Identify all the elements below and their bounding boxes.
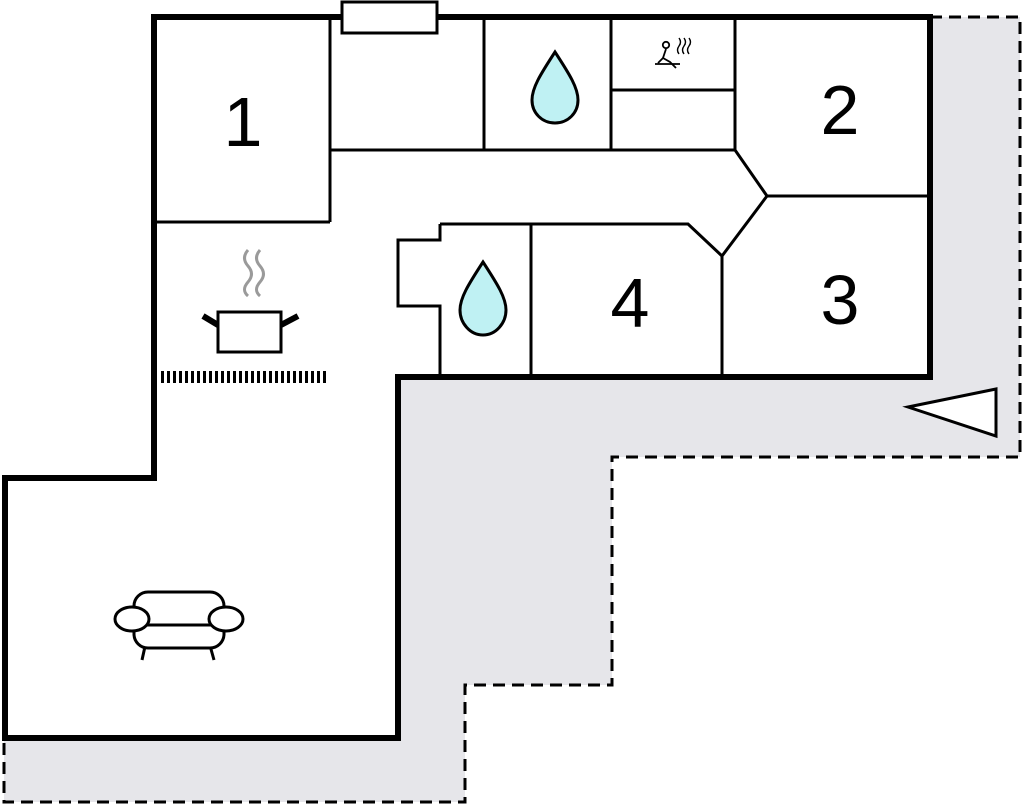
sauna-icon [655,37,692,69]
wall-room3-diagonal [720,195,769,257]
water-drop-icon [458,259,508,337]
wall-bath2-outline [396,224,442,377]
terrace-area [4,17,1020,802]
terrace-dashed-outline [2,15,1022,804]
water-drop-icon [530,49,580,125]
terrace [2,15,1022,804]
room-3-label: 3 [821,261,860,339]
room-2-label: 2 [821,71,860,149]
entrance-arrow-icon [902,387,998,439]
exterior-walls [2,14,933,741]
wall-room4-top [440,222,724,258]
room-4-label: 4 [611,264,650,342]
window-icon [340,0,439,35]
room-1-label: 1 [224,83,263,161]
building-floor [5,17,930,738]
cooking-pot-icon [201,249,300,354]
interior-walls [154,17,930,377]
sofa-icon [113,590,245,661]
